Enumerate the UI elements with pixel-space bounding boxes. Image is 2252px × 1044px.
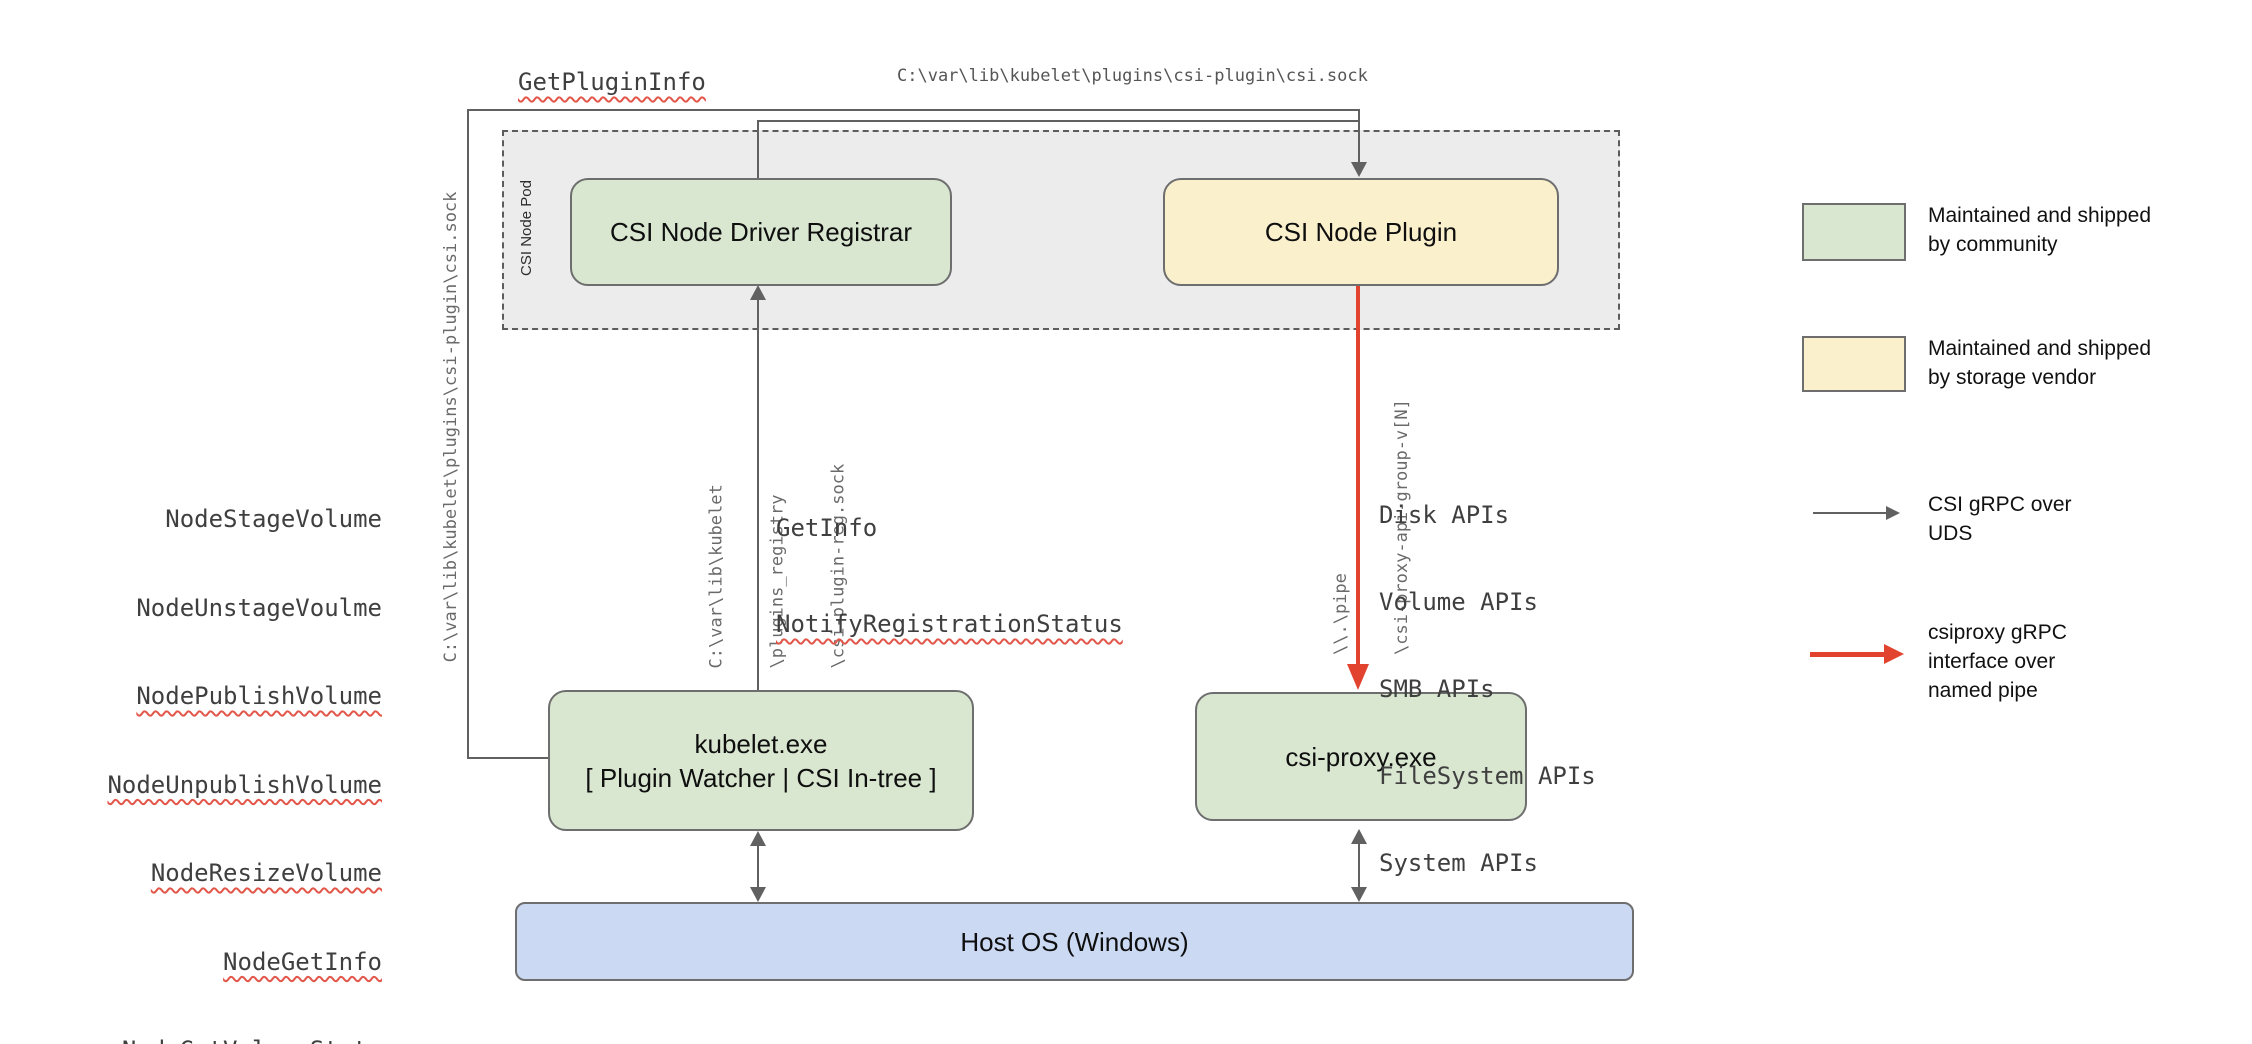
arrowhead-into-plugin xyxy=(1351,162,1367,177)
legend-text-csiproxy: csiproxy gRPC interface over named pipe xyxy=(1928,618,2067,705)
arrowhead-kubelet-hostos-up xyxy=(750,831,766,846)
node-box-csiproxy: csi-proxy.exe xyxy=(1195,692,1527,821)
api-call: FileSystem APIs xyxy=(1379,762,1596,790)
get-plugin-info-label: GetPluginInfo xyxy=(518,68,706,96)
legend-line: by community xyxy=(1928,233,2058,256)
node-call: NodeStageVolume xyxy=(165,505,382,533)
kubelet-label-line2: [ Plugin Watcher | CSI In-tree ] xyxy=(585,762,937,793)
legend-line: UDS xyxy=(1928,522,1973,545)
api-call: Disk APIs xyxy=(1379,501,1510,529)
node-box-kubelet: kubelet.exe [ Plugin Watcher | CSI In-tr… xyxy=(548,690,974,831)
arrowhead-csiproxy-hostos-up xyxy=(1351,829,1367,844)
reg-sock-line-1: C:\var\lib\kubelet xyxy=(706,484,727,669)
hostos-label: Host OS (Windows) xyxy=(960,926,1189,957)
node-call: NodeGetInfo xyxy=(223,947,382,976)
legend-swatch-vendor xyxy=(1802,336,1906,392)
arrowhead-csiproxy-hostos-down xyxy=(1351,887,1367,902)
line-kubelet-to-plugin-top xyxy=(467,109,1360,111)
api-call: Volume APIs xyxy=(1379,588,1538,616)
get-info-label: GetInfo xyxy=(776,514,878,542)
api-calls-list: Disk APIs Volume APIs SMB APIs FileSyste… xyxy=(1379,443,1596,936)
arrowhead-kubelet-hostos-down xyxy=(750,887,766,902)
node-call: NodeGetVolumeStats xyxy=(60,1036,382,1044)
node-calls-list: NodeStageVolume NodeUnstageVoulme NodePu… xyxy=(60,446,382,1044)
registrar-label: CSI Node Driver Registrar xyxy=(610,217,912,247)
line-plugin-to-csiproxy-red xyxy=(1356,284,1360,666)
legend-text-community: Maintained and shipped by community xyxy=(1928,201,2151,259)
legend-line: interface over xyxy=(1928,650,2056,673)
named-pipe-line-1: \\.\pipe xyxy=(1331,573,1351,655)
node-call: NodePublishVolume xyxy=(136,682,382,710)
csiproxy-label: csi-proxy.exe xyxy=(1285,741,1437,772)
notify-registration-status-label: NotifyRegistrationStatus xyxy=(776,610,1123,638)
line-registrar-top-vertical xyxy=(757,120,759,178)
registration-calls: GetInfo NotifyRegistrationStatus xyxy=(776,448,1123,704)
legend-red-arrowhead xyxy=(1884,644,1904,664)
node-call: NodeUnpublishVolume xyxy=(107,770,382,799)
line-registrar-to-plugin-top xyxy=(757,120,1360,122)
legend-line: csiproxy gRPC xyxy=(1928,621,2067,644)
csi-sock-path-top-label: C:\var\lib\kubelet\plugins\csi-plugin\cs… xyxy=(897,66,1368,86)
plugin-label: CSI Node Plugin xyxy=(1264,217,1458,247)
legend-line: Maintained and shipped xyxy=(1928,204,2152,227)
legend-gray-arrow-line xyxy=(1813,512,1888,514)
legend-line: named pipe xyxy=(1928,679,2038,702)
reg-sock-path-label: C:\var\lib\kubelet \plugins_registry \cs… xyxy=(667,453,849,669)
kubelet-label-line1: kubelet.exe xyxy=(694,728,828,759)
legend-line: CSI gRPC over xyxy=(1928,493,2072,516)
csi-sock-path-left-label: C:\var\lib\kubelet\plugins\csi-plugin\cs… xyxy=(441,191,461,663)
node-box-hostos: Host OS (Windows) xyxy=(515,902,1634,981)
arrowhead-into-registrar xyxy=(750,285,766,300)
named-pipe-path-label: \\.\pipe \csi-proxy-api-group-v[N] xyxy=(1291,385,1412,655)
legend-text-uds: CSI gRPC over UDS xyxy=(1928,490,2072,548)
node-box-registrar: CSI Node Driver Registrar xyxy=(570,178,952,286)
line-into-plugin-vertical xyxy=(1358,109,1360,162)
api-call: System APIs xyxy=(1379,849,1538,877)
node-call: NodeResizeVolume xyxy=(150,859,382,887)
csi-node-pod-label: CSI Node Pod xyxy=(518,180,535,276)
line-csiproxy-hostos xyxy=(1358,843,1360,888)
legend-gray-arrowhead xyxy=(1886,506,1900,520)
node-box-plugin: CSI Node Plugin xyxy=(1163,178,1559,286)
legend-red-arrow-line xyxy=(1810,652,1886,657)
line-kubelet-to-registrar xyxy=(757,299,759,690)
line-kubelet-left-vertical xyxy=(467,109,469,759)
line-kubelet-left-horizontal xyxy=(467,757,550,759)
legend-line: Maintained and shipped xyxy=(1928,337,2152,360)
api-call: SMB APIs xyxy=(1379,675,1495,703)
legend-swatch-community xyxy=(1802,203,1906,261)
node-call: NodeUnstageVoulme xyxy=(136,593,382,622)
arrowhead-into-csiproxy-red xyxy=(1347,664,1369,690)
legend-line: by storage vendor xyxy=(1928,366,2097,389)
legend-text-vendor: Maintained and shipped by storage vendor xyxy=(1928,334,2151,392)
line-kubelet-hostos xyxy=(757,845,759,888)
